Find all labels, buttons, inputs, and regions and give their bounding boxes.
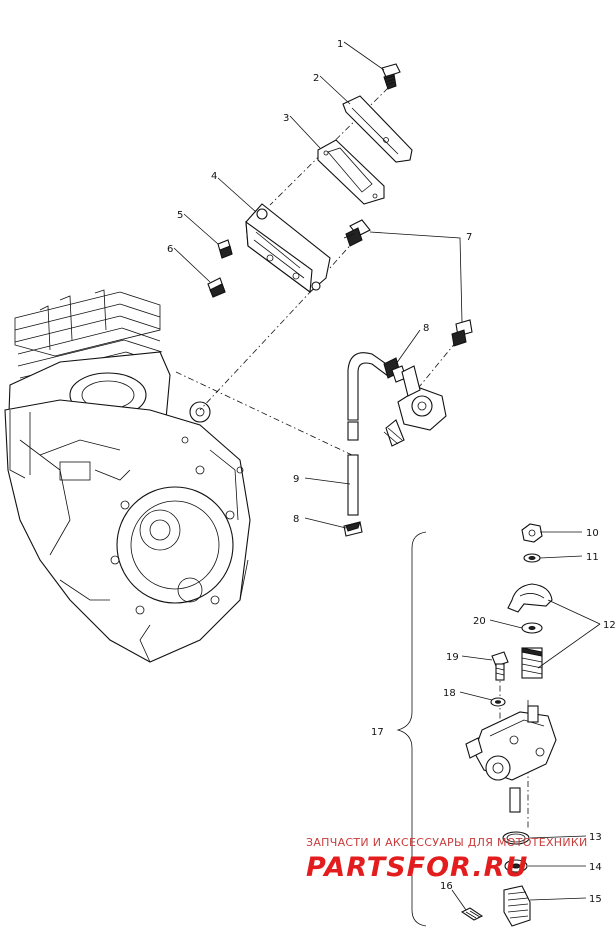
gasket-3-icon: [317, 139, 385, 205]
callout-15: 15: [589, 894, 602, 905]
grommet-6-icon: [207, 277, 226, 298]
callout-19: 19: [446, 652, 459, 663]
callout-11: 11: [586, 552, 599, 563]
callout-5: 5: [177, 210, 183, 221]
hose-9-icon: [347, 352, 393, 516]
clamp-8-lower-icon: [343, 521, 363, 537]
callout-12: 12: [603, 620, 615, 631]
fitting-7-lower-icon: [451, 319, 473, 347]
callout-8-lower: 8: [293, 514, 299, 525]
washer-18-icon: [490, 697, 506, 707]
engine-block-icon: [4, 289, 251, 663]
callout-17: 17: [371, 727, 384, 738]
cover-4-icon: [245, 203, 331, 294]
bolt-1-icon: [381, 63, 401, 90]
pump-body-icon: [465, 705, 557, 781]
callout-10: 10: [586, 528, 599, 539]
callout-16: 16: [440, 881, 453, 892]
clamp-8-upper-icon: [383, 357, 407, 383]
group-bracket-17: [396, 531, 427, 927]
spring-12-icon: [521, 647, 543, 679]
callout-13: 13: [589, 832, 602, 843]
callout-20: 20: [473, 616, 486, 627]
axis-cover-engine: [199, 289, 313, 411]
gear-15-icon: [503, 885, 531, 927]
callout-6: 6: [167, 244, 173, 255]
callout-2: 2: [313, 73, 319, 84]
axis-fitting-pump: [414, 341, 457, 393]
callout-9: 9: [293, 474, 299, 485]
callout-14: 14: [589, 862, 602, 873]
nut-10-icon: [521, 523, 543, 543]
callout-4: 4: [211, 171, 217, 182]
bolt-19-icon: [491, 651, 509, 681]
washer-14-icon: [504, 859, 528, 873]
watermark-logo: PARTSFOR.RU: [306, 852, 528, 883]
oil-pump-icon: [383, 365, 447, 447]
washer-20-icon: [521, 622, 543, 634]
axis-fitting-cover: [311, 239, 356, 289]
callout-1: 1: [337, 39, 343, 50]
fitting-7-upper-icon: [343, 219, 371, 247]
callout-3: 3: [283, 113, 289, 124]
callout-7: 7: [466, 232, 472, 243]
callout-18: 18: [443, 688, 456, 699]
grommet-5-icon: [217, 239, 233, 259]
watermark-caption: ЗАПЧАСТИ И АКСЕССУАРЫ ДЛЯ МОТОТЕХНИКИ: [306, 836, 588, 849]
pin-16-icon: [460, 907, 484, 921]
lever-12-icon: [507, 583, 553, 613]
axis-engine-hose: [175, 371, 353, 456]
pump-shaft-icon: [509, 787, 521, 813]
callout-8-upper: 8: [423, 323, 429, 334]
gasket-2-icon: [342, 95, 413, 163]
washer-11-icon: [523, 553, 541, 563]
